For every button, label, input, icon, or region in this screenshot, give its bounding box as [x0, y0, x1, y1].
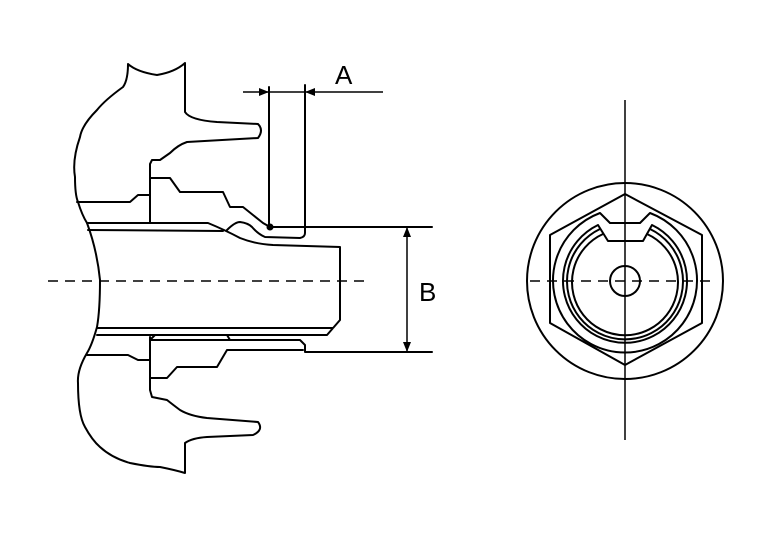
dimension-b-label: B	[419, 277, 436, 307]
measure-point	[266, 223, 274, 231]
tube	[86, 222, 341, 336]
dimension-b: B	[403, 227, 436, 352]
end-view	[526, 100, 724, 440]
outer-ring-with-notch	[552, 212, 698, 354]
side-section-view	[48, 62, 433, 474]
flare-nut-upper	[226, 84, 306, 239]
inner-ring-with-notch	[562, 224, 688, 344]
inner-step-upper	[76, 177, 433, 228]
dimension-a-label: A	[335, 60, 353, 90]
housing-outline	[73, 62, 262, 474]
dimension-a: A	[243, 60, 383, 96]
inner-step-lower	[86, 334, 433, 379]
